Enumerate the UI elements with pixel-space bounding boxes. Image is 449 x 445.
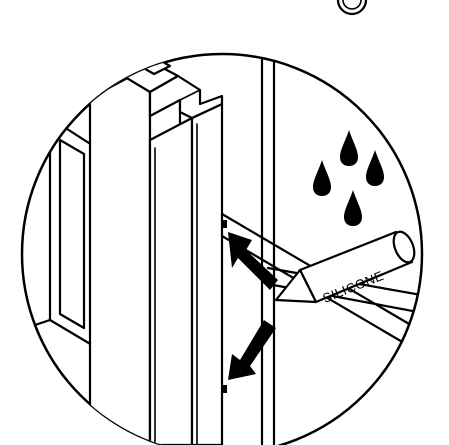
aluminium-profile	[90, 58, 222, 445]
detail-badge-icon	[338, 0, 366, 14]
